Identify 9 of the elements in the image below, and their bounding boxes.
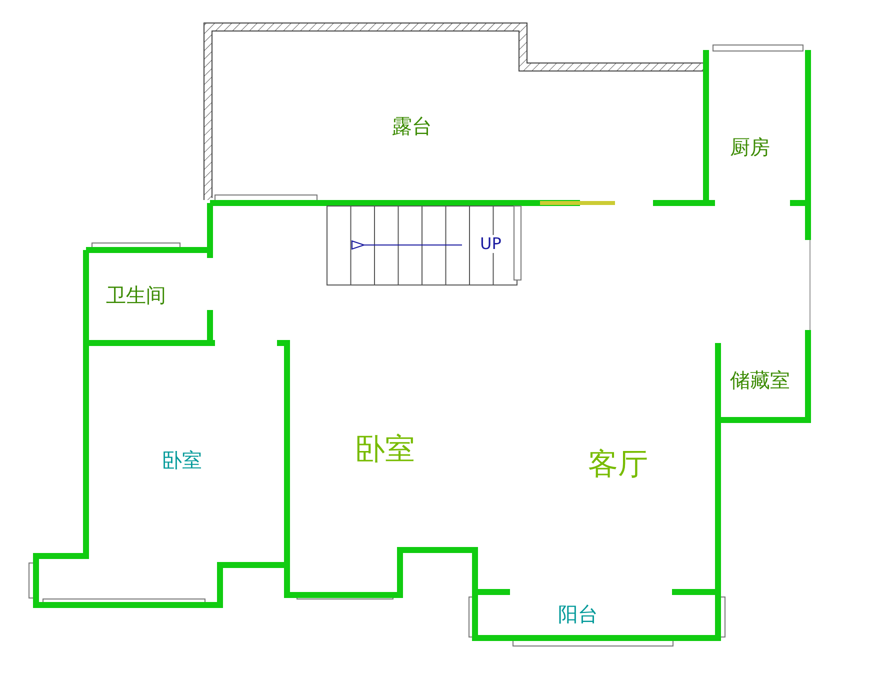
room-label: 卫生间 — [106, 285, 166, 305]
room-label: 卧室 — [355, 435, 415, 465]
stair-direction-label: UP — [478, 235, 504, 253]
room-label: 厨房 — [730, 137, 770, 157]
room-label: 阳台 — [558, 604, 598, 624]
room-label: 卧室 — [162, 450, 202, 470]
room-label: 客厅 — [588, 450, 648, 480]
room-label: 储藏室 — [730, 370, 790, 390]
room-label: 露台 — [392, 116, 432, 136]
